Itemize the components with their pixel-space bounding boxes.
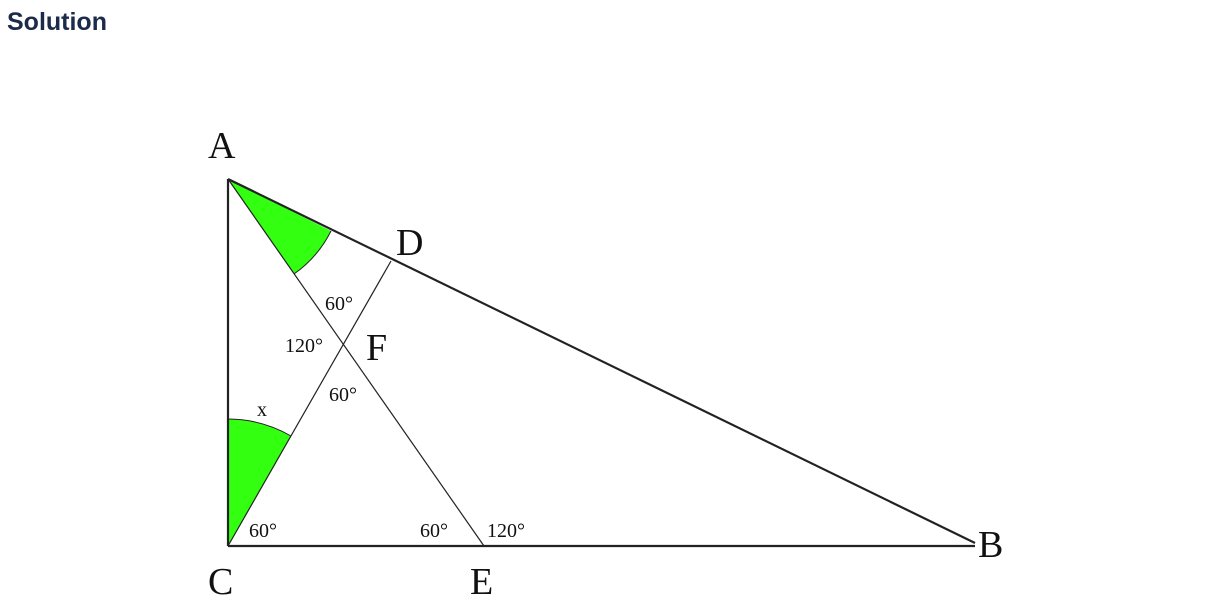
angle-label-dfa: 60° (325, 293, 353, 315)
segment-ae (227, 178, 485, 547)
segment-cd (227, 260, 392, 547)
angle-label-afc: 120° (285, 335, 323, 357)
side-ab (227, 178, 976, 544)
arc-x (227, 418, 292, 437)
solution-heading: Solution (7, 8, 107, 36)
angle-label-e-outer: 120° (487, 520, 525, 542)
arc-a (293, 230, 332, 275)
point-label-e: E (470, 561, 493, 603)
angle-a-highlight (228, 179, 331, 274)
angle-label-c: 60° (249, 520, 277, 542)
point-label-a: A (208, 125, 236, 167)
angle-label-e-inner: 60° (420, 520, 448, 542)
point-label-f: F (366, 327, 387, 369)
angle-label-cfe: 60° (329, 384, 357, 406)
point-label-b: B (978, 524, 1003, 566)
point-label-d: D (396, 222, 423, 264)
point-label-c: C (208, 561, 233, 603)
angle-label-x: x (257, 399, 267, 421)
angle-x-highlight (228, 419, 291, 546)
